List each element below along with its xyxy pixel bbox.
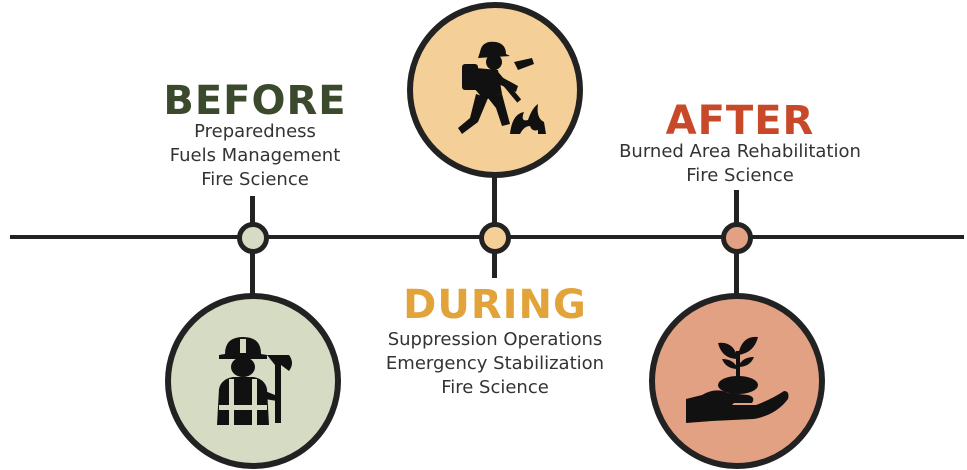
during-stem-top [492,176,497,224]
after-stem-bottom [734,252,739,296]
during-node [479,222,511,254]
before-line: Fire Science [201,169,309,190]
before-title: BEFORE [163,78,347,124]
firefighter-with-axe-icon [203,329,303,433]
before-circle [165,293,341,469]
after-line: Burned Area Rehabilitation [619,141,861,162]
before-stem-bottom [250,252,255,296]
hand-holding-seedling-icon [682,329,792,433]
after-circle [649,293,825,469]
after-node [721,222,753,254]
after-line: Fire Science [686,165,794,186]
before-lines: Preparedness Fuels Management Fire Scien… [150,120,360,192]
during-line: Emergency Stabilization [385,353,605,374]
during-lines: Suppression Operations Emergency Stabili… [360,328,630,400]
after-title: AFTER [665,98,815,144]
before-node [237,222,269,254]
firefighter-digging-fireline-icon [440,38,550,142]
after-lines: Burned Area Rehabilitation Fire Science [600,140,880,188]
during-line: Fire Science [441,377,549,398]
before-line: Fuels Management [169,145,341,166]
before-stem-top [250,196,255,224]
after-stem-top [734,190,739,224]
during-line: Suppression Operations [387,329,603,350]
before-line: Preparedness [194,121,316,142]
during-stem-bottom [492,252,497,278]
during-title: DURING [403,282,587,328]
during-circle [407,2,583,178]
